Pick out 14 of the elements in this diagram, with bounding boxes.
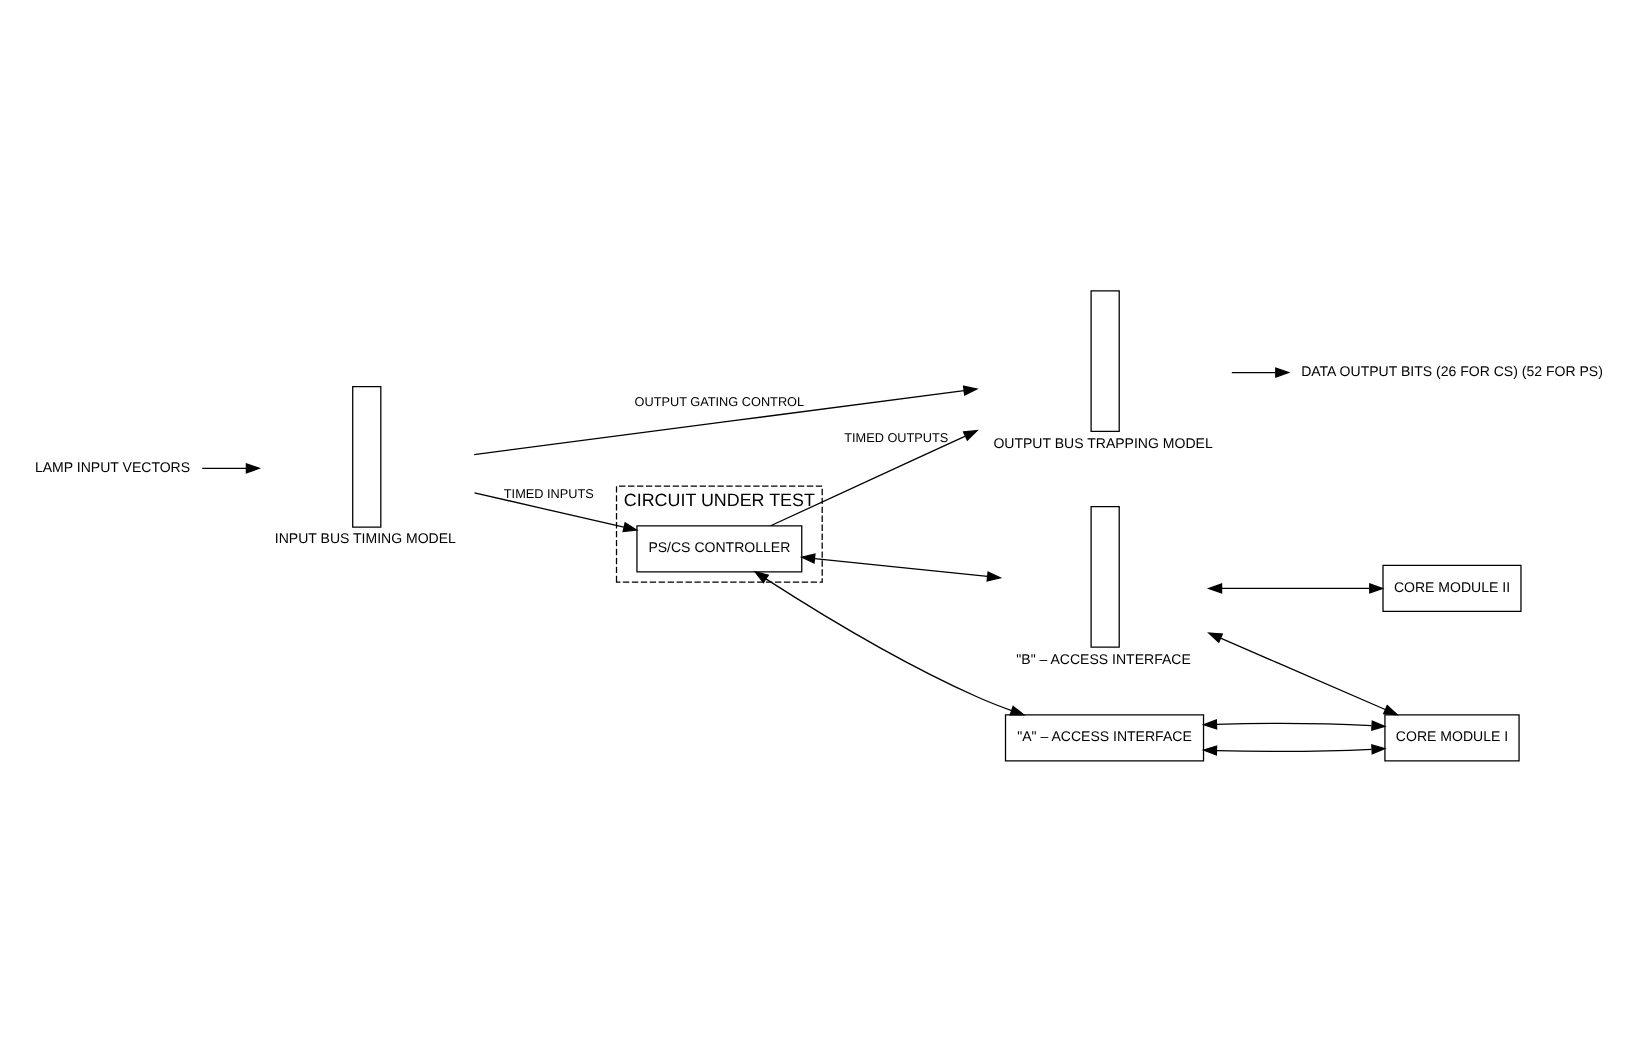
arrow [1201,718,1387,730]
node-bar [352,384,382,527]
arrow [1207,631,1399,715]
arrow [1201,743,1387,755]
node-bar [1090,289,1120,431]
arrow [1206,582,1385,593]
arrow [473,491,639,532]
arrow [201,461,262,473]
arrow [799,552,1003,581]
arrow [753,569,1026,715]
node-bar [1090,505,1120,647]
arrow [770,428,979,526]
arrow [1231,366,1291,377]
arrow [473,384,979,455]
